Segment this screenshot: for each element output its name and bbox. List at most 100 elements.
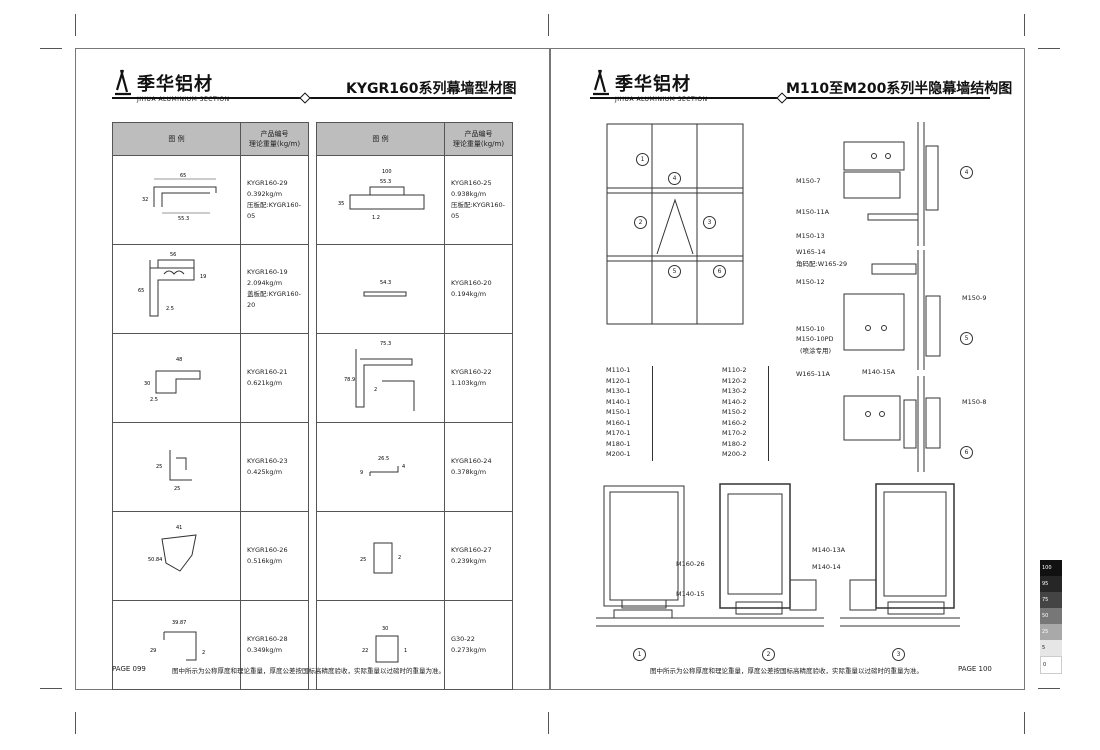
dim-label: 41 [176,525,182,531]
profile-weight: 0.425kg/m [247,468,283,476]
dim-label: 32 [142,197,148,203]
dim-label: 65 [138,288,144,294]
detail-marker-5: 5 [960,332,973,345]
profile-weight: 2.094kg/m [247,279,283,287]
profile-drawing: 25 2 [316,511,445,601]
list-item: M200-1 [606,450,631,458]
color-calibration-bar: 100 95 75 50 25 5 0 [1040,560,1062,674]
list-item: M180-2 [722,439,747,448]
marker-3: 3 [703,216,716,229]
crop-mark [1024,14,1025,36]
swatch-label: 50 [1042,613,1049,619]
dim-label: 75.3 [380,341,391,347]
profile-weight: 0.938kg/m [451,190,487,198]
swatch-label: 5 [1042,645,1046,651]
dim-label: 2 [398,555,401,561]
dim-label: 30 [144,381,150,387]
swatch: 25 [1040,624,1062,640]
marker-6: 6 [713,265,726,278]
right-page [550,48,1025,690]
profile-drawing: 54.3 [316,244,445,334]
col-header-code-b: 理论重量(kg/m) [248,140,301,148]
footnote: 图中所示为公称厚度和理论重量，厚度公差按国标高精度验收，实际重量以过磅时的重量为… [172,667,445,675]
page-number: PAGE 100 [958,665,992,673]
profile-weight: 0.378kg/m [451,468,487,476]
detail-marker-6: 6 [960,446,973,459]
profile-note: 压板配:KYGR160-05 [451,201,505,220]
swatch-label: 75 [1042,597,1049,603]
dim-label: 2 [374,387,377,393]
dim-label: 48 [176,357,182,363]
page-title: KYGR160系列幕墙型材图 [346,81,517,97]
list-item: M200-2 [722,450,747,458]
page-number: PAGE 099 [112,665,146,673]
profile-drawing: 39.87 29 2 [112,600,241,690]
brand-name: 季华铝材 [615,74,691,95]
profile-weight: 1.103kg/m [451,379,487,387]
dim-label: 2.5 [150,397,158,403]
list-item: M140-2 [722,397,747,406]
section-label: M140-14 [812,563,841,571]
dim-label: 22 [362,648,368,654]
dim-label: 25 [156,464,162,470]
detail-drawing-5 [843,250,941,370]
profile-weight: 0.392kg/m [247,190,283,198]
profile-code: KYGR160-20 [451,279,492,287]
section-drawing-1 [596,485,700,627]
dim-label: 55.3 [178,216,189,222]
detail-label: M150-12 [796,278,825,286]
swatch-label: 100 [1042,565,1052,571]
footnote: 图中所示为公称厚度和理论重量，厚度公差按国标高精度验收，实际重量以过磅时的重量为… [650,667,923,675]
profile-weight: 0.621kg/m [247,379,283,387]
section-marker-1: 1 [633,648,646,661]
dim-label: 78.9 [344,377,355,383]
profile-code: KYGR160-25 [451,179,492,187]
profile-weight: 0.516kg/m [247,557,283,565]
dim-label: 1.2 [372,215,380,221]
profile-drawing: 48 30 2.5 [112,333,241,423]
swatch-label: 95 [1042,581,1049,587]
profile-drawing: 30 22 1 [316,600,445,690]
list-item: M170-2 [722,429,747,437]
brand-name: 季华铝材 [137,74,213,95]
left-page [75,48,550,690]
dim-label: 9 [360,470,363,476]
list-item: M110-2 [722,366,747,374]
dim-label: 1 [404,648,407,654]
profile-drawing: 41 50.84 [112,511,241,601]
marker-4: 4 [668,172,681,185]
crop-mark [1038,48,1060,49]
page-title: M110至M200系列半隐幕墙结构图 [786,81,1013,97]
dim-label: 30 [382,626,388,632]
profile-drawing: 65 32 55.3 [112,155,241,245]
title-rule [112,97,512,99]
profile-weight: 0.273kg/m [451,646,487,654]
detail-drawing-6 [843,376,941,472]
dim-label: 55.3 [380,179,391,185]
detail-label: M150-10PD [796,335,834,343]
section-marker-2: 2 [762,648,775,661]
section-drawing-2 [700,483,824,627]
profile-drawing: 26.5 9 4 [316,422,445,512]
profile-table-2: 图 例 产品编号理论重量(kg/m) 100 55.3 35 1.2 KYGR1… [316,122,513,690]
title-rule [590,97,990,99]
col-header-figure: 图 例 [112,122,241,156]
detail-label: (喷涂专用) [800,347,832,355]
profile-code: KYGR160-28 [247,635,288,643]
